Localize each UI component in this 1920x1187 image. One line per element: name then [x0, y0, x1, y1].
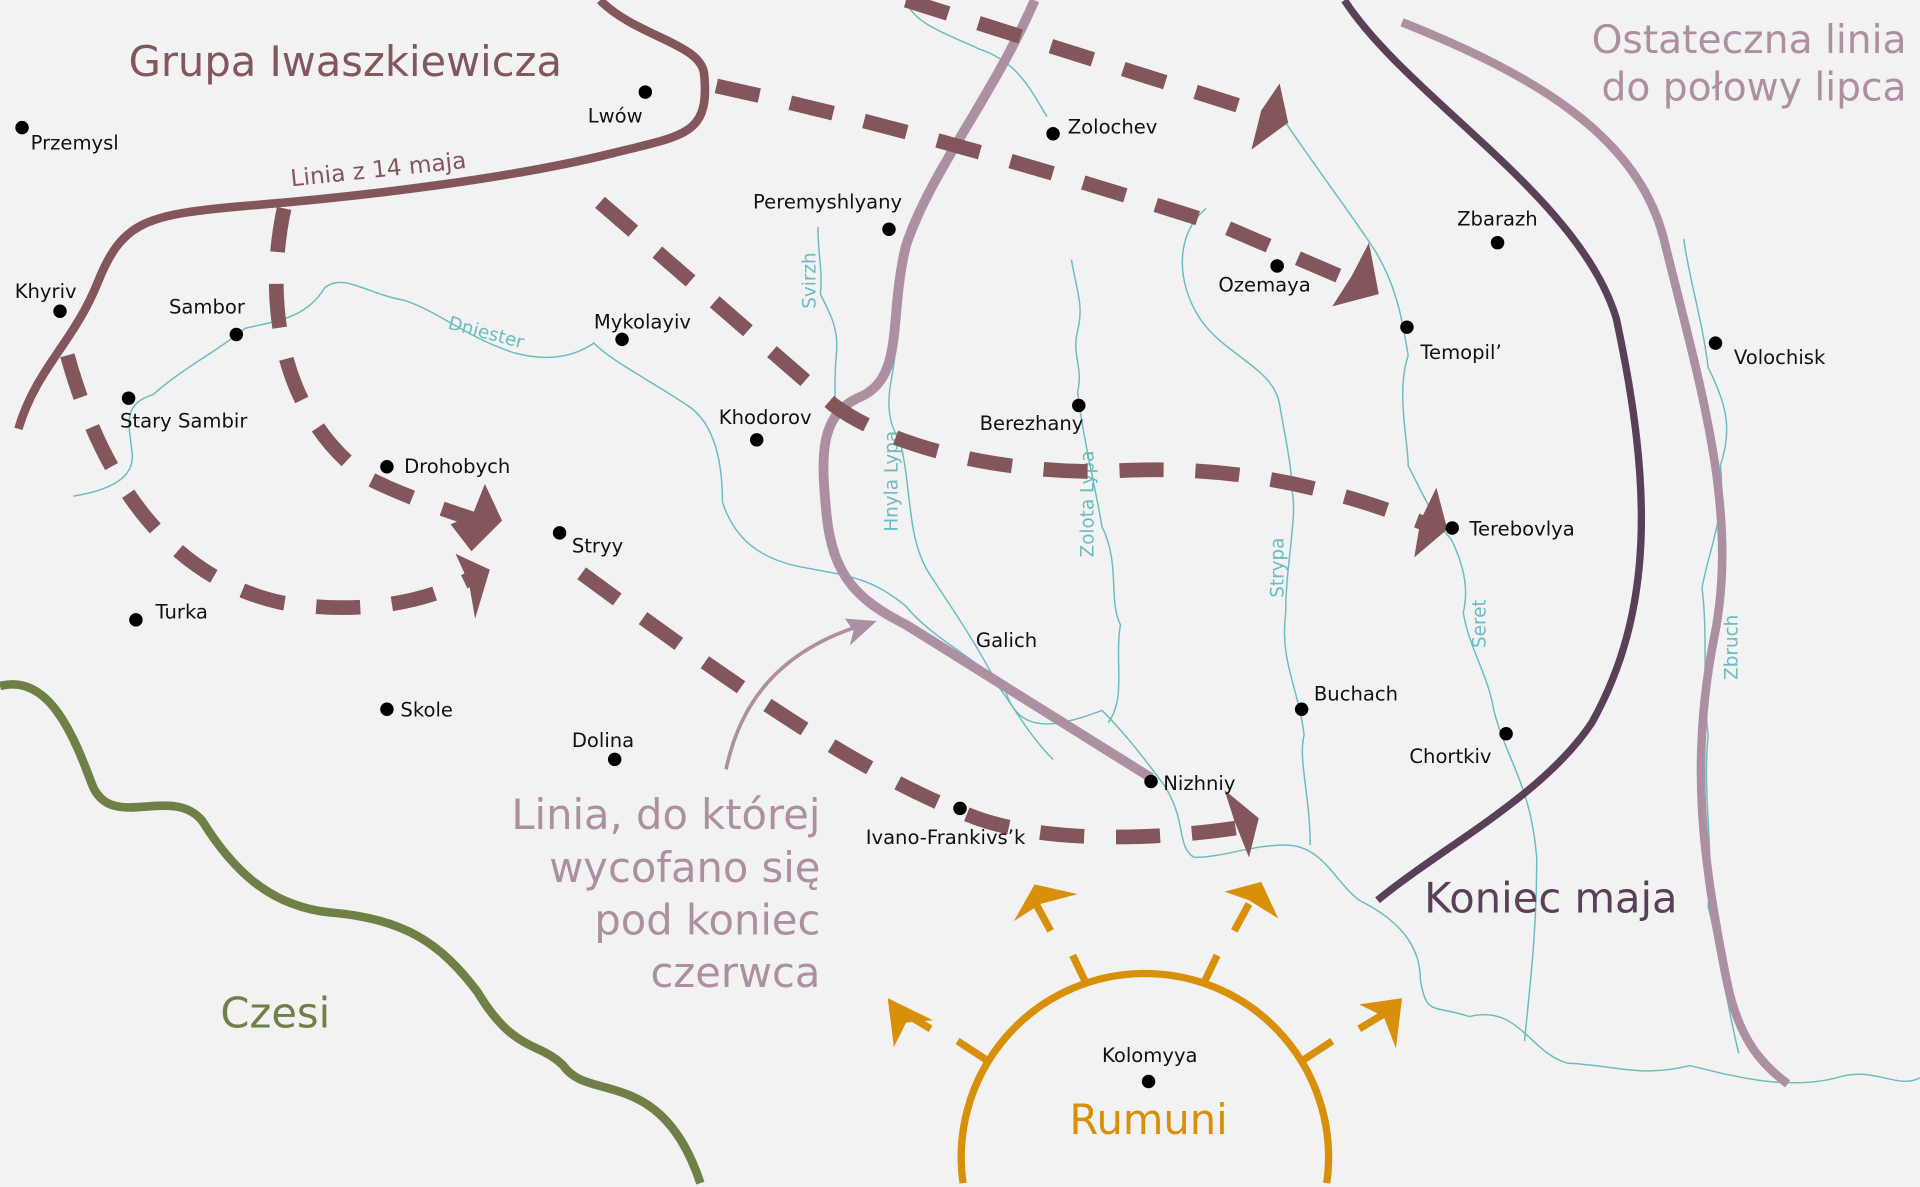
city-temopil: Temopil’ [1400, 320, 1502, 364]
offensive-arrows [60, 0, 1448, 858]
svg-text:Drohobych: Drohobych [404, 455, 510, 478]
city-khyriv: Khyriv [15, 280, 77, 318]
city-turka: Turka [129, 601, 208, 627]
river-dniester [73, 281, 1920, 1084]
label-final-line-2: do połowy lipca [1601, 66, 1906, 111]
offensive-arrow-6 [577, 567, 1238, 845]
svg-text:Skole: Skole [400, 699, 453, 722]
label-czech: Czesi [220, 989, 330, 1038]
arrowhead [1251, 83, 1289, 150]
label-final-line-1: Ostateczna linia [1592, 18, 1907, 63]
river-label-seret: Seret [1469, 599, 1490, 648]
offensive-arrow-3 [903, 0, 1276, 124]
svg-text:Galich: Galich [976, 629, 1037, 652]
city-zbarazh: Zbarazh [1457, 208, 1538, 250]
label-withdraw: Linia, do której wycofano się pod koniec… [511, 790, 820, 997]
city-skole: Skole [380, 699, 453, 722]
river-seret [1285, 122, 1538, 1042]
svg-text:Stary Sambir: Stary Sambir [120, 410, 248, 433]
river-north [905, 0, 1048, 117]
city-buchach: Buchach [1294, 683, 1398, 716]
city-zolochev: Zolochev [1046, 116, 1157, 141]
city-przemysl: Przemysl [15, 120, 119, 155]
line-mid-july [1400, 18, 1791, 1088]
svg-text:Mykolayiv: Mykolayiv [594, 310, 691, 333]
pointer-arrowhead [844, 618, 877, 646]
river-label-strypa: Strypa [1267, 538, 1288, 598]
city-chortkiv: Chortkiv [1409, 726, 1513, 768]
svg-text:Temopil’: Temopil’ [1419, 341, 1501, 364]
label-romanian: Rumuni [1069, 1095, 1227, 1144]
svg-text:Turka: Turka [155, 601, 208, 624]
offensive-arrow-4 [714, 78, 1356, 289]
city-terebovlya: Terebovlya [1445, 517, 1575, 540]
line-czech [0, 680, 705, 1185]
svg-text:Kolomyya: Kolomyya [1102, 1044, 1198, 1067]
romanian-symbol [904, 902, 1386, 1184]
svg-text:Przemysl: Przemysl [31, 132, 119, 155]
label-withdraw-1: Linia, do której [511, 790, 820, 839]
river-zolota-lypa [1070, 259, 1122, 724]
arrowhead [455, 553, 490, 619]
svg-text:Stryy: Stryy [572, 534, 623, 557]
svg-text:Chortkiv: Chortkiv [1409, 745, 1491, 768]
arrowhead [450, 483, 503, 552]
city-lwow: Lwów [588, 85, 653, 128]
arrowhead [1414, 487, 1448, 558]
offensive-arrow-2 [268, 206, 480, 528]
svg-text:Volochisk: Volochisk [1734, 346, 1826, 369]
romanian-arc [957, 969, 1333, 1184]
pointer-arrow [724, 622, 864, 770]
river-label-zbruch: Zbruch [1722, 615, 1743, 680]
city-nizhniy: Nizhniy [1144, 772, 1235, 795]
city-stryy: Stryy [552, 526, 623, 557]
city-ozemaya: Ozemaya [1218, 259, 1311, 297]
svg-text:Ozemaya: Ozemaya [1218, 274, 1310, 297]
city-berezhany: Berezhany [980, 398, 1086, 435]
river-label-svirzh: Svirzh [800, 252, 821, 308]
cities: Lwów Przemysl Zolochev Peremyshlyany Zba… [15, 85, 1826, 1089]
city-drohobych: Drohobych [380, 455, 510, 478]
svg-text:Peremyshlyany: Peremyshlyany [753, 190, 902, 213]
offensive-arrow-1 [60, 353, 475, 615]
city-kolomyya: Kolomyya [1102, 1044, 1198, 1089]
svg-text:Dolina: Dolina [572, 729, 634, 752]
romanian-arrowheads [887, 881, 1403, 1049]
label-end-may: Koniec maja [1424, 873, 1678, 922]
arrowhead [1332, 242, 1379, 307]
city-galich: Galich [976, 629, 1037, 652]
river-zbruch [1682, 238, 1740, 1054]
city-sambor: Sambor [169, 296, 246, 342]
river-label-hnyla-lypa: Hnyla Lypa [882, 431, 903, 532]
svg-text:Berezhany: Berezhany [980, 412, 1084, 435]
svg-text:Nizhniy: Nizhniy [1163, 772, 1235, 795]
label-withdraw-3: pod koniec [594, 896, 820, 945]
svg-text:Khyriv: Khyriv [15, 280, 77, 303]
svg-text:Zolochev: Zolochev [1068, 116, 1158, 139]
line-end-of-may [1341, 0, 1646, 904]
city-khodorov: Khodorov [719, 406, 812, 447]
arrowhead [1224, 790, 1259, 858]
svg-text:Zbarazh: Zbarazh [1457, 208, 1538, 231]
city-peremyshlyany: Peremyshlyany [753, 190, 902, 236]
city-stary-sambir: Stary Sambir [120, 391, 248, 433]
label-group: Grupa Iwaszkiewicza [129, 37, 562, 86]
label-withdraw-2: wycofano się [549, 843, 820, 892]
svg-text:Terebovlya: Terebovlya [1468, 517, 1574, 540]
line-may-14 [14, 0, 710, 431]
city-mykolayiv: Mykolayiv [594, 310, 691, 347]
city-volochisk: Volochisk [1708, 336, 1826, 369]
svg-text:Khodorov: Khodorov [719, 406, 812, 429]
svg-text:Ivano-Frankivs’k: Ivano-Frankivs’k [866, 826, 1026, 849]
city-dolina: Dolina [572, 729, 634, 767]
label-withdraw-4: czerwca [651, 948, 821, 997]
svg-text:Sambor: Sambor [169, 296, 246, 319]
svg-text:Lwów: Lwów [588, 105, 643, 128]
city-ivano-frankivsk: Ivano-Frankivs’k [866, 801, 1026, 849]
svg-text:Buchach: Buchach [1314, 683, 1398, 706]
river-svirzh [817, 226, 838, 430]
